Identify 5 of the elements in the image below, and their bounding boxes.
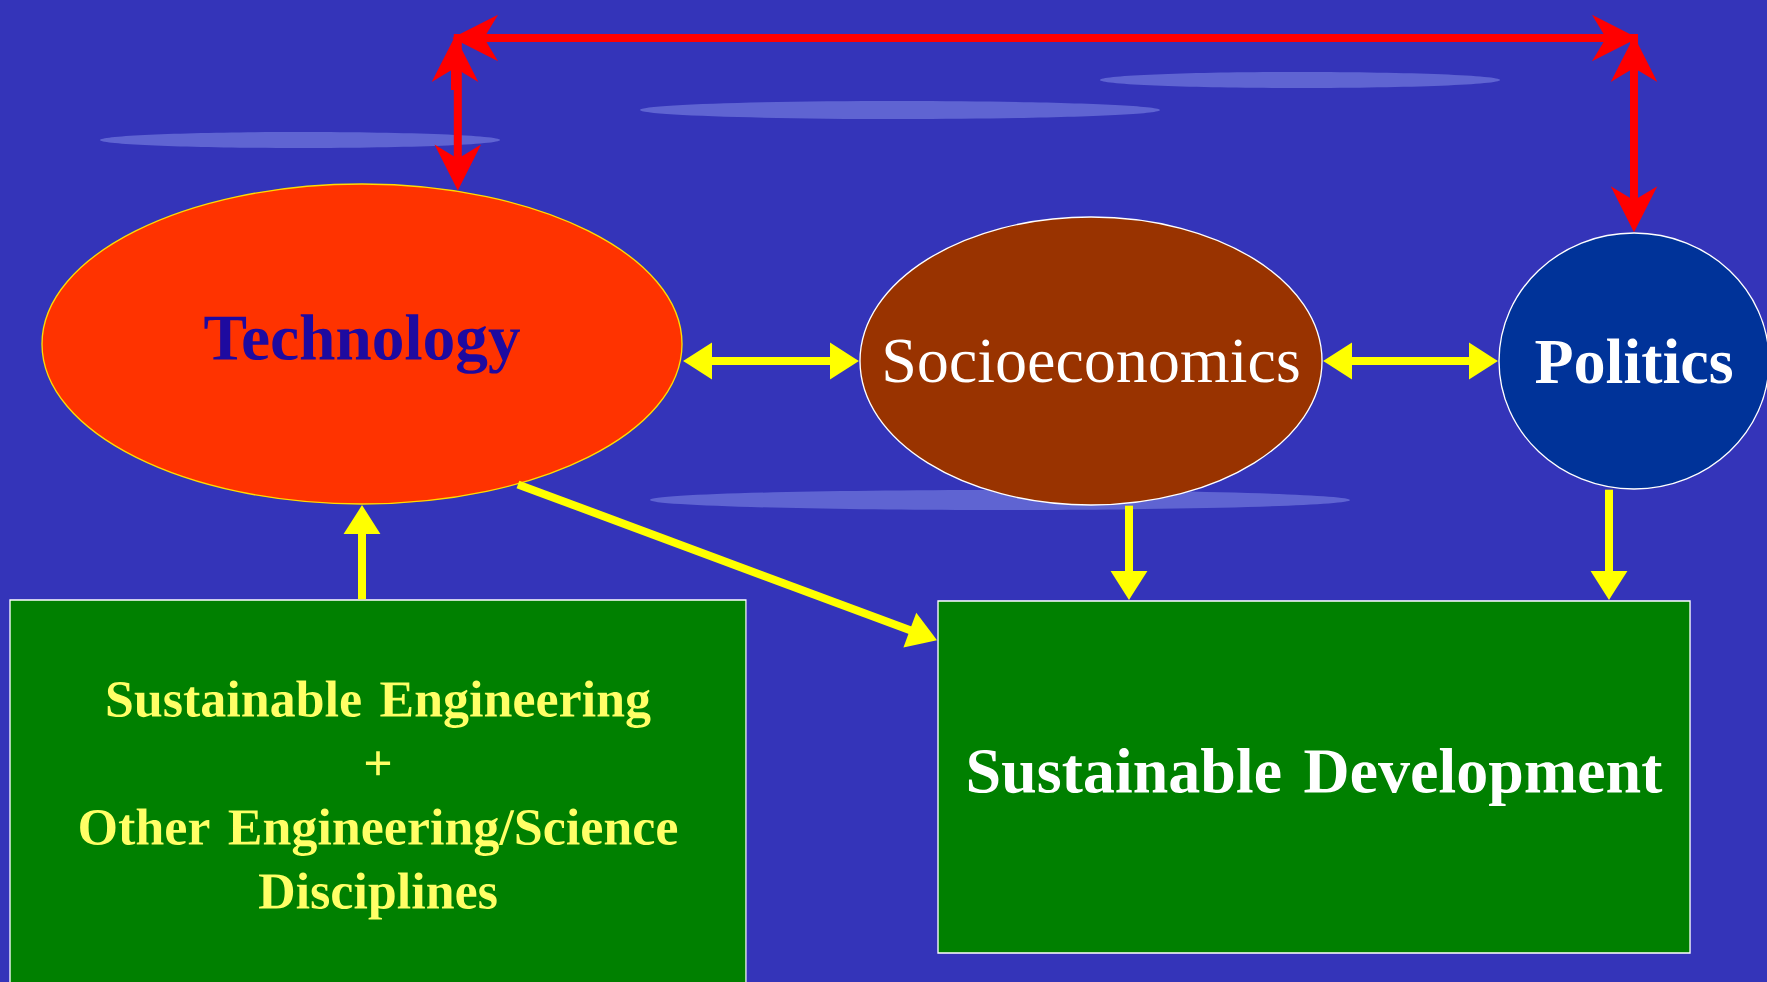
oval-node: Technology [41,183,683,505]
process-box: Sustainable Development [937,600,1691,954]
circle-node: Politics [1498,232,1767,490]
process-box: Sustainable Engineering + Other Engineering/Science Disciplines [9,599,747,982]
oval-node: Socioeconomics [859,216,1323,506]
